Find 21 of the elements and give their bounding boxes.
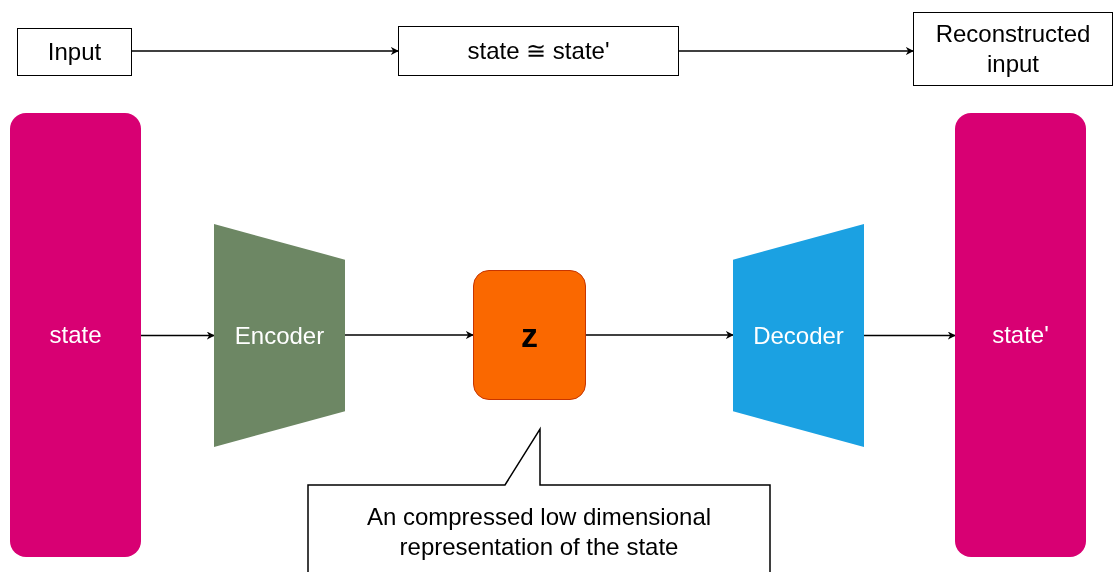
arrow	[585, 331, 734, 339]
node-label: Decoder	[753, 320, 844, 351]
node-label: Reconstructed input	[934, 19, 1092, 79]
node-label: z	[521, 314, 538, 356]
input-box	[17, 28, 132, 76]
node-label: state	[49, 320, 102, 350]
node-label: state'	[992, 320, 1049, 350]
state-bar	[10, 113, 141, 557]
callout-text: An compressed low dimensional representation of the state	[365, 502, 713, 562]
arrow	[140, 331, 215, 340]
arrow	[678, 47, 914, 55]
process-box	[398, 26, 679, 76]
arrow	[344, 331, 474, 339]
state-bar	[955, 113, 1086, 557]
arrow	[131, 47, 399, 55]
output-box	[913, 12, 1113, 86]
node-label: state ≅ state'	[466, 36, 611, 66]
node-label: Input	[46, 37, 103, 67]
latent-box	[473, 270, 586, 400]
node-label: Encoder	[234, 320, 325, 351]
arrow	[863, 331, 956, 340]
